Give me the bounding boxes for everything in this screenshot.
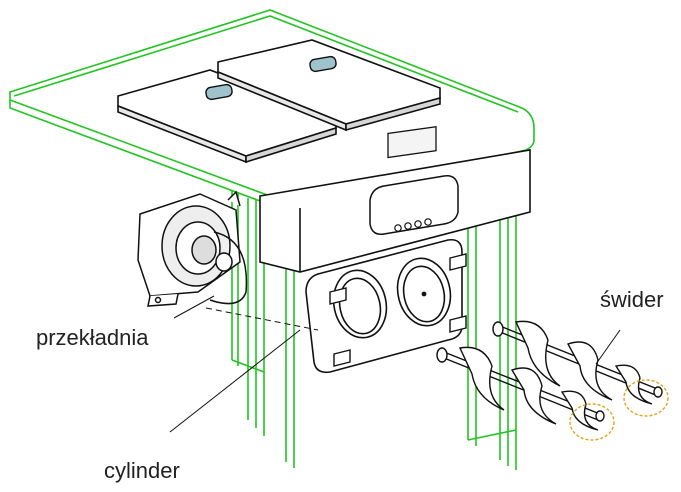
label-gearbox: przekładnia bbox=[36, 325, 149, 350]
lid-handle-left bbox=[205, 83, 233, 101]
cylinder-front-plate bbox=[305, 238, 463, 374]
hopper-lid-right bbox=[217, 39, 441, 132]
lid-handle-right bbox=[309, 55, 337, 73]
control-button bbox=[414, 220, 422, 228]
control-button bbox=[404, 222, 412, 230]
control-button bbox=[394, 224, 402, 232]
display-screen bbox=[387, 125, 437, 159]
leader-lines bbox=[169, 295, 621, 433]
auger-lower bbox=[436, 346, 615, 441]
control-button bbox=[424, 218, 432, 226]
label-cylinder: cylinder bbox=[104, 458, 180, 483]
auger-upper bbox=[492, 320, 669, 417]
control-panel bbox=[369, 125, 459, 236]
label-auger: świder bbox=[600, 287, 664, 312]
leader-line-gearbox bbox=[173, 295, 215, 319]
mounting-bolts bbox=[329, 253, 467, 367]
gearbox bbox=[137, 190, 248, 307]
assembly-axis bbox=[205, 307, 319, 331]
leader-line-auger bbox=[595, 329, 621, 365]
hopper-lid-left bbox=[117, 69, 337, 164]
leader-line-cylinder bbox=[169, 329, 301, 433]
